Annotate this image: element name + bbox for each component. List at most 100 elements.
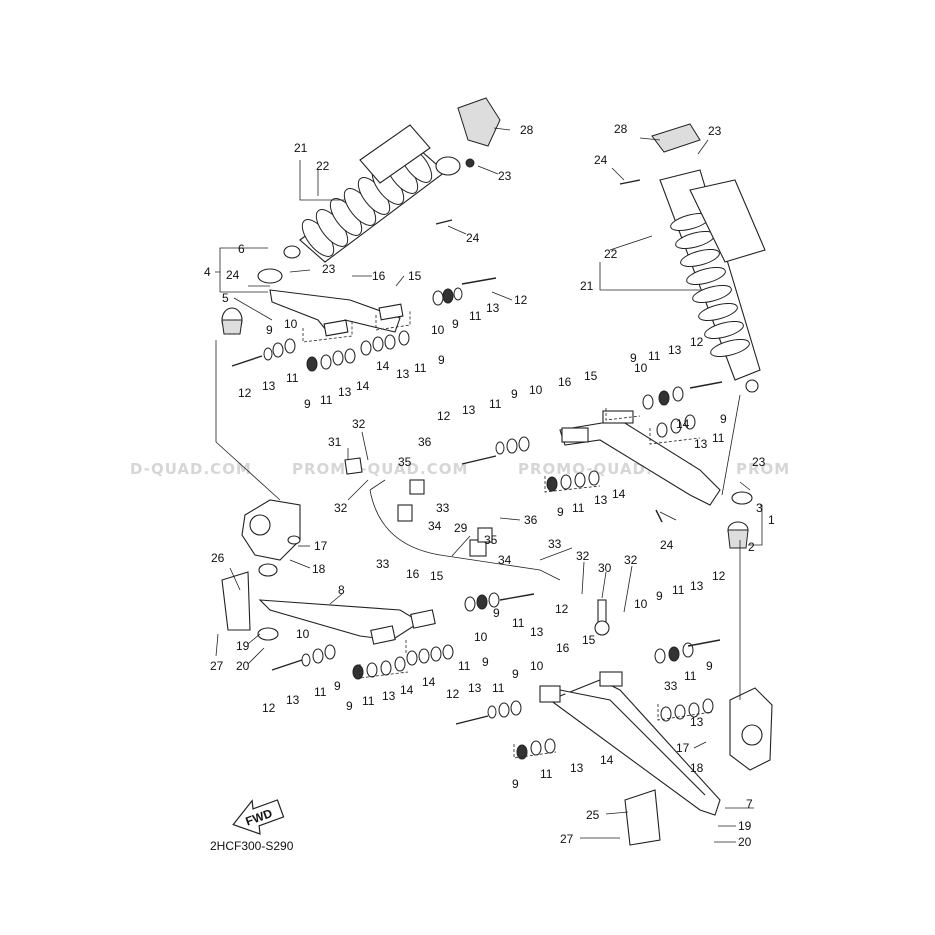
callout-23c: 23 xyxy=(708,124,722,138)
callout-11e: 11 xyxy=(489,397,502,411)
callout-31: 31 xyxy=(328,435,342,449)
callout-16b: 16 xyxy=(558,375,572,389)
diagram-code: 2HCF300-S290 xyxy=(210,839,294,853)
callout-33: 33 xyxy=(376,557,390,571)
callout-15d: 15 xyxy=(582,633,596,647)
callout-12c: 12 xyxy=(437,409,451,423)
stabilizer-bar xyxy=(344,457,561,581)
upper-left-a-arm xyxy=(221,268,404,337)
callout-brackets xyxy=(302,310,713,759)
left-knuckle xyxy=(241,499,301,577)
callout-9o: 9 xyxy=(706,659,713,673)
callout-9d: 9 xyxy=(452,317,459,331)
callout-11p: 11 xyxy=(540,767,553,781)
callout-16c: 16 xyxy=(406,567,420,581)
callout-9j: 9 xyxy=(493,606,500,620)
callout-5: 5 xyxy=(222,291,229,305)
callout-14c: 14 xyxy=(676,417,690,431)
callout-labels: 1 2 3 4 5 6 7 8 9 9 9 9 9 9 9 9 9 9 9 9 … xyxy=(204,122,775,849)
callout-13b: 13 xyxy=(338,385,352,399)
callout-32c: 32 xyxy=(576,549,590,563)
callout-17b: 17 xyxy=(676,741,690,755)
callout-20: 20 xyxy=(236,659,250,673)
callout-2: 2 xyxy=(748,540,755,554)
callout-12g: 12 xyxy=(262,701,276,715)
callout-13c: 13 xyxy=(396,367,410,381)
callout-32: 32 xyxy=(352,417,366,431)
callout-13n: 13 xyxy=(690,715,704,729)
callout-33d: 33 xyxy=(664,679,678,693)
callout-32d: 32 xyxy=(624,553,638,567)
callout-13f: 13 xyxy=(668,343,682,357)
callout-19: 19 xyxy=(236,639,250,653)
callout-11o: 11 xyxy=(684,669,697,683)
callout-20b: 20 xyxy=(738,835,752,849)
lower-right-a-arm xyxy=(539,671,721,816)
callout-28: 28 xyxy=(520,123,534,137)
callout-13j: 13 xyxy=(530,625,544,639)
callout-28b: 28 xyxy=(614,122,628,136)
callout-10c: 10 xyxy=(529,383,543,397)
callout-13d: 13 xyxy=(486,301,500,315)
callout-10: 10 xyxy=(284,317,298,331)
callout-12b: 12 xyxy=(514,293,528,307)
callout-13i: 13 xyxy=(690,579,704,593)
callout-15: 15 xyxy=(408,269,422,283)
callout-13o: 13 xyxy=(570,761,584,775)
callout-18: 18 xyxy=(312,562,326,576)
lower-left-a-arm xyxy=(257,599,436,645)
callout-19b: 19 xyxy=(738,819,752,833)
callout-16d: 16 xyxy=(556,641,570,655)
callout-11l: 11 xyxy=(362,694,375,708)
fwd-arrow: FWD xyxy=(232,799,285,835)
callout-12f: 12 xyxy=(712,569,726,583)
callout-12h: 12 xyxy=(446,687,460,701)
callout-33b: 33 xyxy=(436,501,450,515)
callout-15b: 15 xyxy=(584,369,598,383)
callout-23b: 23 xyxy=(322,262,336,276)
callout-17: 17 xyxy=(314,539,328,553)
callout-11g: 11 xyxy=(712,431,725,445)
callout-22: 22 xyxy=(316,159,330,173)
left-shock-absorber xyxy=(283,97,501,263)
callout-34: 34 xyxy=(428,519,442,533)
callout-10h: 10 xyxy=(530,659,544,673)
callout-14: 14 xyxy=(356,379,370,393)
callout-35b: 35 xyxy=(484,533,498,547)
stabilizer-link xyxy=(594,599,610,636)
callout-14e: 14 xyxy=(400,683,414,697)
callout-9n: 9 xyxy=(512,667,519,681)
callout-35: 35 xyxy=(398,455,412,469)
callout-11j: 11 xyxy=(512,616,525,630)
right-knuckle xyxy=(729,687,773,771)
callout-3: 3 xyxy=(756,501,763,515)
callout-12e: 12 xyxy=(555,602,569,616)
callout-11m: 11 xyxy=(458,659,471,673)
left-guard xyxy=(221,571,251,631)
callout-4: 4 xyxy=(204,265,211,279)
callout-13l: 13 xyxy=(382,689,396,703)
callout-9i: 9 xyxy=(656,589,663,603)
callout-32b: 32 xyxy=(334,501,348,515)
callout-18b: 18 xyxy=(690,761,704,775)
callout-10d: 10 xyxy=(634,361,648,375)
callout-10f: 10 xyxy=(474,630,488,644)
callout-9l: 9 xyxy=(346,699,353,713)
callout-21b: 21 xyxy=(580,279,594,293)
callout-9f: 9 xyxy=(630,351,637,365)
callout-9m: 9 xyxy=(482,655,489,669)
callout-24c: 24 xyxy=(594,153,608,167)
callout-14g: 14 xyxy=(600,753,614,767)
callout-13e: 13 xyxy=(462,403,476,417)
callout-22b: 22 xyxy=(604,247,618,261)
callout-26: 26 xyxy=(211,551,225,565)
callout-13m: 13 xyxy=(468,681,482,695)
callout-6: 6 xyxy=(238,242,245,256)
callout-24d: 24 xyxy=(660,538,674,552)
callout-14f: 14 xyxy=(422,675,436,689)
callout-36: 36 xyxy=(418,435,432,449)
callout-27: 27 xyxy=(210,659,224,673)
callout-8: 8 xyxy=(338,583,345,597)
callout-16: 16 xyxy=(372,269,386,283)
